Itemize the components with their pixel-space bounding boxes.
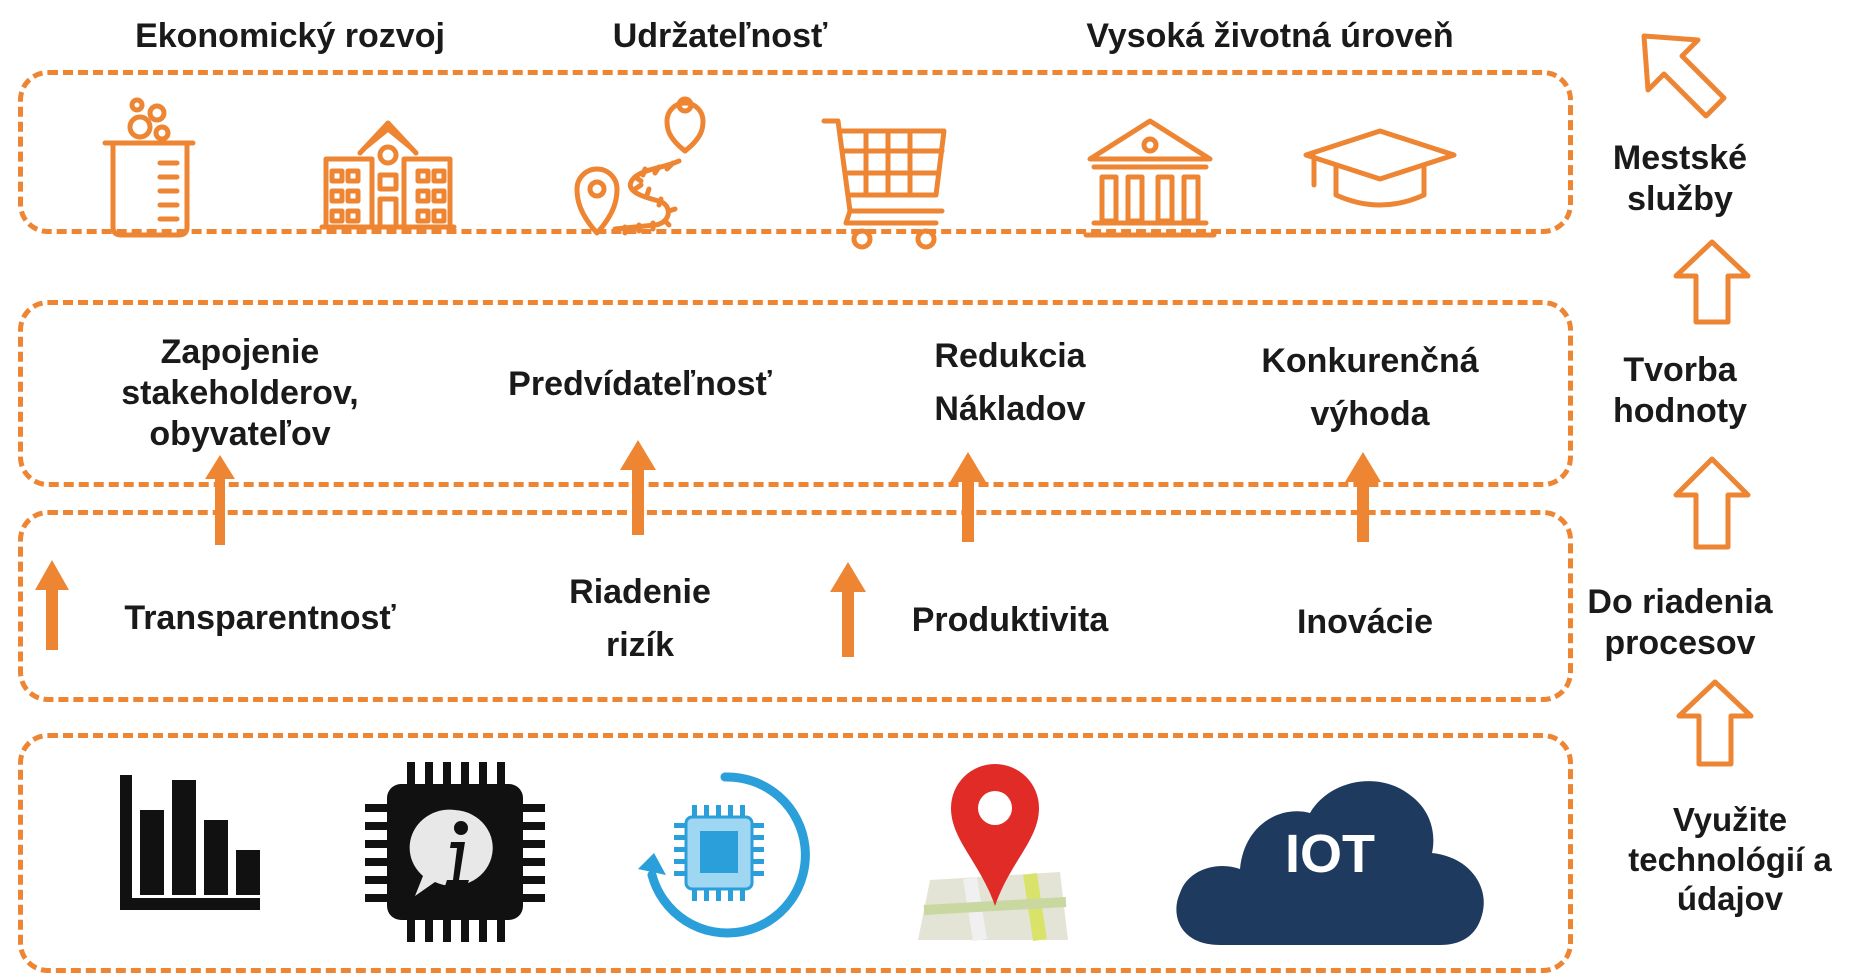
route-map-icon [574,96,706,236]
side-label-value-creation: Tvorba hodnoty [1580,350,1780,432]
up-arrow-stakeholders [205,455,235,545]
bar-chart-icon [120,775,260,910]
box-city-services [18,70,1573,234]
side-tech-line1: Využite [1672,801,1788,838]
value-cost-line2: Nákladov [934,389,1086,428]
value-competitive-line2: výhoda [1310,394,1430,433]
side-city-line1: Mestské [1612,139,1748,177]
value-stakeholders-line2: stakeholderov, [121,373,359,412]
process-transparency-text: Transparentnosť [124,599,396,637]
school-building-icon [319,120,457,230]
value-predictability-text: Predvídateľnosť [508,365,772,403]
graduation-cap-icon [1303,128,1457,208]
side-value-line1: Tvorba [1623,351,1737,389]
up-arrow-process-left [35,560,69,650]
bank-icon [1083,118,1217,238]
up-arrow-predictability [620,440,656,535]
value-competitive-text: Konkurenčná výhoda [1220,335,1520,440]
value-stakeholders-text: Zapojenie stakeholderov, obyvateľov [80,332,400,454]
processor-refresh-icon [638,772,810,938]
iot-cloud-label: IOT [1285,824,1375,884]
side-label-process: Do riadenia procesov [1560,582,1800,664]
value-stakeholders-line1: Zapojenie [160,333,320,371]
side-tech-line3: údajov [1676,880,1784,918]
map-pin-icon [918,764,1068,942]
process-productivity-text: Produktivita [911,601,1109,639]
side-process-line1: Do riadenia [1587,583,1773,621]
up-arrow-competitive [1345,452,1381,542]
process-risk-line2: rizík [605,625,675,664]
value-stakeholders-line3: obyvateľov [149,414,331,453]
goal-title-living-standard: Vysoká životná úroveň [1086,17,1454,55]
up-arrow-process-mid [830,562,866,657]
side-label-city-services: Mestské služby [1580,138,1780,220]
up-arrow-cost [950,452,986,542]
value-competitive-line1: Konkurenčná [1261,342,1479,380]
diagonal-arrow-icon [1641,33,1727,119]
side-city-line2: služby [1627,179,1733,218]
value-cost-line1: Redukcia [934,337,1086,375]
box-value-creation [18,300,1573,487]
hollow-up-arrow-2 [1673,456,1751,550]
goal-title-economic: Ekonomický rozvoj [135,17,445,55]
side-tech-line2: technológií a [1628,840,1832,878]
iot-cloud-icon [1176,781,1484,945]
side-label-technology: Využite technológií a údajov [1605,800,1855,919]
lab-beaker-icon [102,97,196,238]
info-chip-icon [365,762,545,942]
box-process-management [18,510,1573,702]
side-process-line2: procesov [1604,623,1756,662]
process-risk-line1: Riadenie [569,573,711,611]
hollow-up-arrow-1 [1673,239,1751,325]
process-innovation-text: Inovácie [1296,603,1434,641]
process-risk-text: Riadenie rizík [520,566,760,671]
hollow-up-arrow-3 [1676,679,1754,767]
side-value-line2: hodnoty [1612,391,1748,430]
shopping-cart-icon [821,118,947,250]
value-cost-reduction-text: Redukcia Nákladov [880,330,1140,435]
goal-title-sustainability: Udržateľnosť [612,17,828,55]
